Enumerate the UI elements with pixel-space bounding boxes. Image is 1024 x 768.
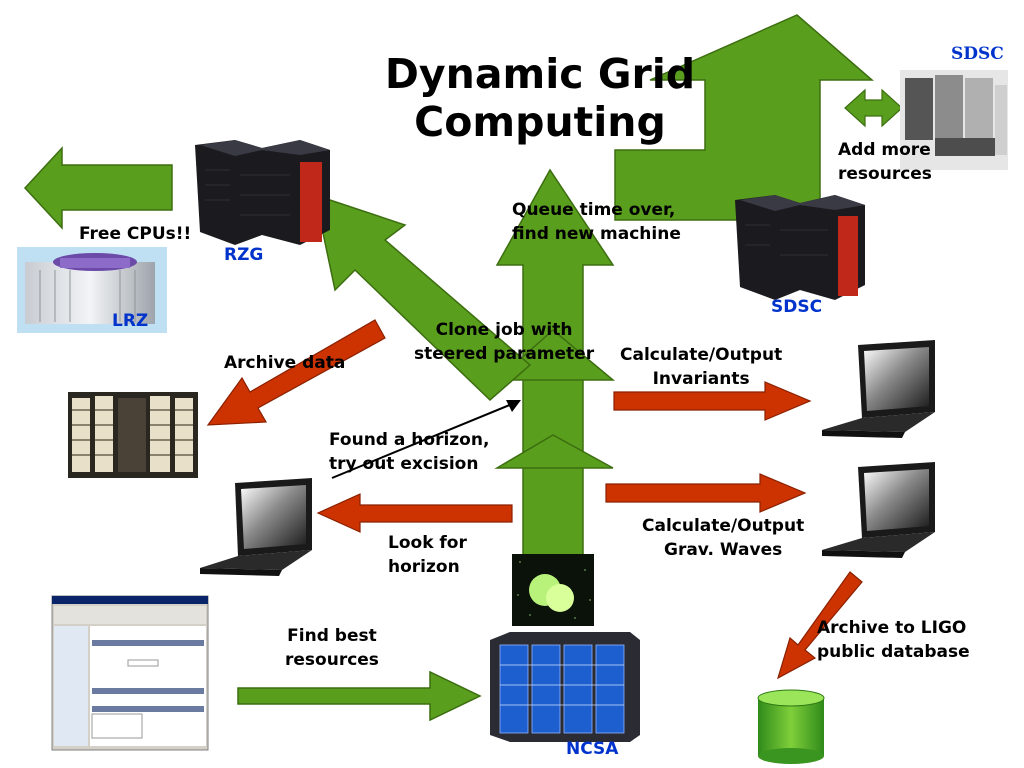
black-hole-simulation-icon [512, 554, 594, 626]
site-label-sdsc-top: SDSC [951, 44, 1004, 64]
green-arrow-queue-over [614, 14, 875, 221]
sdsc-mid-supercomputer-icon [735, 195, 865, 300]
green-arrow-to-rzg [313, 193, 532, 402]
green-arrow-find-best [237, 670, 482, 722]
ncsa-supercomputer-icon [490, 632, 640, 742]
site-label-rzg: RZG [224, 245, 264, 265]
laptop-invariants-icon [822, 340, 935, 438]
site-label-lrz: LRZ [112, 311, 149, 331]
site-label-sdsc-mid: SDSC [771, 297, 823, 317]
laptop-horizon-icon [200, 478, 312, 576]
pointer-arrow [331, 400, 521, 479]
label-free-cpus: Free CPUs!! [79, 224, 192, 244]
portal-browser-screenshot [51, 595, 209, 751]
rzg-supercomputer-icon [195, 140, 330, 245]
red-arrow-invariants [613, 381, 812, 421]
lrz-supercomputer-icon [17, 247, 167, 333]
green-arrow-add-resources [844, 88, 903, 128]
green-arrow-head-excision [494, 434, 614, 469]
tape-archive-icon [68, 392, 198, 478]
label-queue-time-over: Queue time over,find new machine [512, 200, 681, 244]
green-arrow-free-cpus [23, 146, 173, 230]
red-arrow-archive-data [206, 319, 386, 426]
page-title: Dynamic Grid Computing [384, 50, 696, 146]
red-arrow-grav-waves [605, 473, 807, 513]
laptop-grav-waves-icon [822, 462, 935, 558]
red-arrow-ligo [777, 571, 863, 680]
ligo-database-icon [757, 689, 825, 764]
label-found-horizon: Found a horizon,try out excision [329, 430, 490, 474]
site-label-ncsa: NCSA [566, 739, 619, 759]
red-arrow-look-horizon [316, 493, 513, 533]
label-archive-data: Archive data [224, 353, 346, 373]
sdsc-top-supercomputer-icon [900, 70, 1008, 170]
